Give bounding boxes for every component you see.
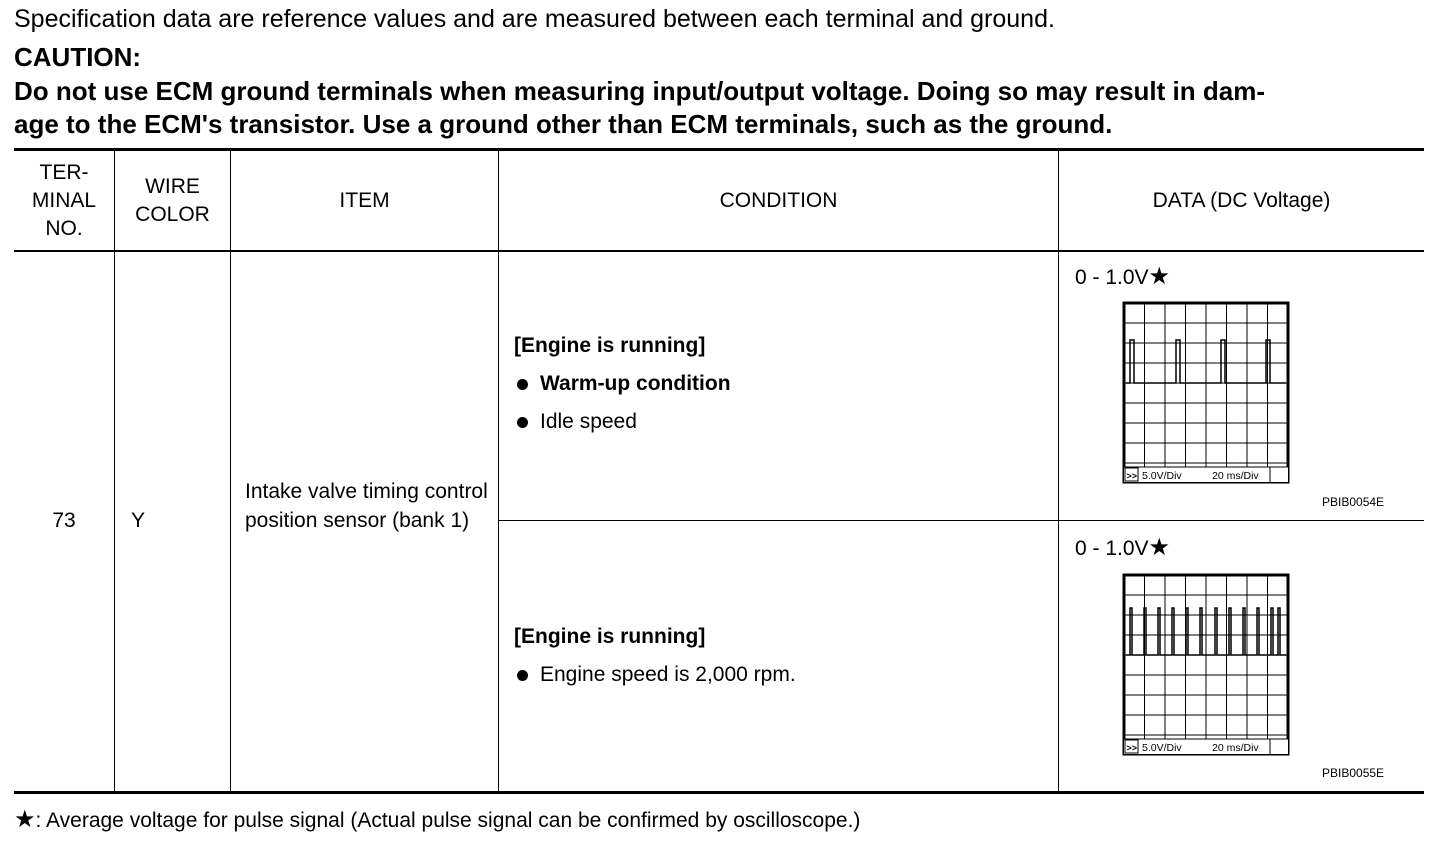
condition-1-title: [Engine is running] (514, 334, 706, 357)
data-2-voltage: 0 - 1.0V★ (1075, 534, 1171, 561)
oscilloscope-waveform-1: >> 5.0V/Div 20 ms/Div (1122, 301, 1290, 484)
star-icon: ★ (1148, 534, 1171, 561)
row-split-rule (498, 520, 1424, 521)
wire-color: Y (131, 509, 146, 532)
col-divider-4 (1058, 151, 1059, 791)
scope-volt-div: 5.0V/Div (1142, 470, 1182, 482)
condition-1-bullet-2: Idle speed (514, 408, 1044, 436)
header-wire-color: WIRE COLOR (135, 174, 210, 226)
item-description: Intake valve timing control position sen… (245, 480, 488, 532)
col-divider-1 (114, 151, 115, 791)
scope-arrow-label: >> (1127, 471, 1138, 481)
data-1-voltage: 0 - 1.0V★ (1075, 263, 1171, 290)
scope-time-div: 20 ms/Div (1212, 742, 1259, 754)
scope-arrow-label: >> (1127, 743, 1138, 753)
footnote-text: : Average voltage for pulse signal (Actu… (35, 809, 861, 832)
intro-text: Specification data are reference values … (14, 5, 1055, 33)
bullet-dot-icon (517, 669, 528, 681)
condition-2: [Engine is running] Engine speed is 2,00… (514, 623, 1044, 689)
header-data: DATA (DC Voltage) (1152, 188, 1331, 212)
table-bottom-rule (14, 791, 1424, 794)
col-divider-3 (498, 151, 499, 791)
col-divider-2 (230, 151, 231, 791)
header-terminal-no: TER- MINAL NO. (31, 160, 97, 240)
header-condition: CONDITION (719, 188, 838, 212)
scope-trace (1126, 607, 1286, 656)
condition-1-bullet-1: Warm-up condition (514, 370, 1044, 398)
scope-trace (1126, 339, 1286, 384)
figure-code-1: PBIB0054E (1322, 495, 1385, 509)
header-item: ITEM (339, 188, 390, 212)
scope-grid (1124, 303, 1288, 482)
caution-heading: CAUTION: (14, 42, 142, 72)
scope-volt-div: 5.0V/Div (1142, 742, 1182, 754)
condition-1: [Engine is running] Warm-up condition Id… (514, 332, 1044, 436)
star-icon: ★ (1148, 263, 1171, 290)
table-header-rule (14, 250, 1424, 252)
caution-body: Do not use ECM ground terminals when mea… (14, 75, 1424, 141)
bullet-dot-icon (517, 416, 528, 428)
footnote: ★: Average voltage for pulse signal (Act… (14, 806, 860, 835)
caution-line-1: Do not use ECM ground terminals when mea… (14, 76, 1265, 106)
oscilloscope-waveform-2: >> 5.0V/Div 20 ms/Div (1122, 573, 1290, 756)
bullet-dot-icon (517, 378, 528, 390)
condition-2-bullet-1: Engine speed is 2,000 rpm. (514, 661, 1044, 689)
scope-time-div: 20 ms/Div (1212, 470, 1259, 482)
condition-2-title: [Engine is running] (514, 625, 706, 648)
terminal-number: 73 (52, 509, 76, 532)
star-icon: ★ (14, 806, 36, 833)
figure-code-2: PBIB0055E (1322, 766, 1385, 780)
table-top-rule (14, 148, 1424, 151)
caution-line-2: age to the ECM's transistor. Use a groun… (14, 109, 1113, 139)
